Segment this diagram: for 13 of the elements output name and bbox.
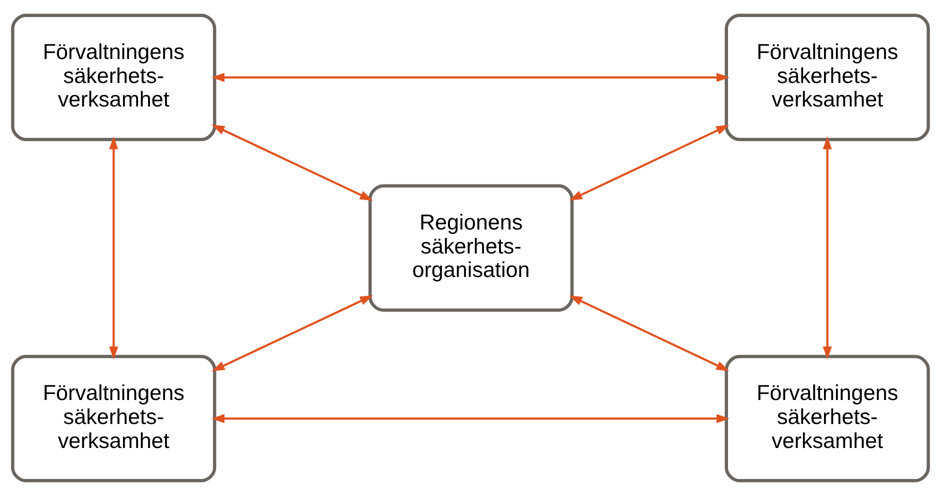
node-box: Förvaltningens säkerhets- verksamhet: [724, 13, 930, 141]
arrow: [211, 72, 730, 82]
arrow: [211, 414, 730, 423]
arrow: [569, 295, 730, 371]
node-box: Förvaltningens säkerhets- verksamhet: [11, 13, 216, 141]
node-box: Förvaltningens säkerhets- verksamhet: [724, 354, 930, 482]
arrow: [569, 124, 730, 200]
arrow: [109, 136, 118, 360]
arrow: [212, 294, 374, 371]
arrow: [822, 136, 832, 360]
node-box: Förvaltningens säkerhets- verksamhet: [11, 354, 216, 482]
arrow: [212, 124, 373, 200]
node-box: Regionens säkerhets- organisation: [368, 184, 574, 312]
